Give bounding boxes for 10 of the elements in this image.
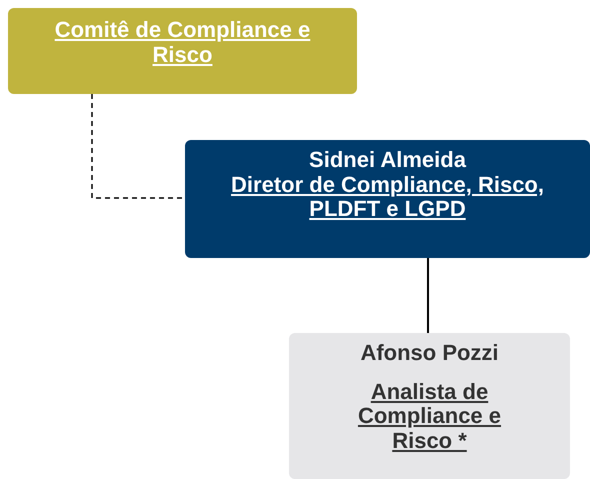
role-title: Diretor de Compliance, Risco, PLDFT e LGPD [230,172,545,222]
role-title: Analista de Compliance e Risco * [356,380,502,454]
connector-line [91,94,185,199]
person-name: Sidnei Almeida [309,148,466,173]
role-title: Comitê de Compliance e Risco [54,18,312,68]
org-box [8,8,357,94]
org-box [289,333,570,479]
org-box [185,140,590,258]
connector-line [427,258,429,333]
person-name: Afonso Pozzi [360,341,499,366]
